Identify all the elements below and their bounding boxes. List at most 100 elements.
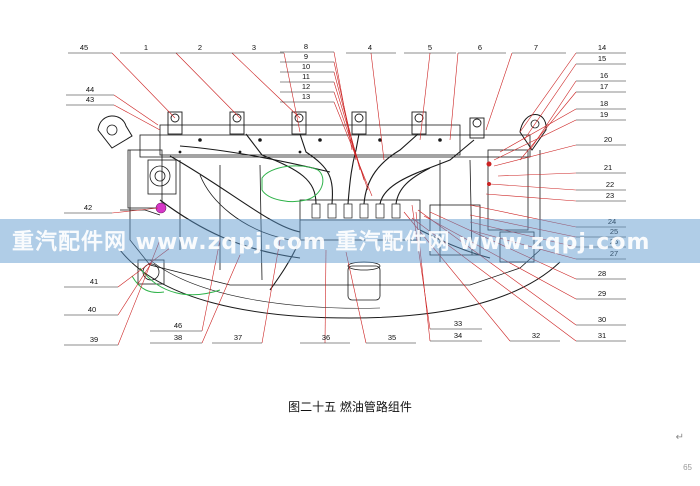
callout-leader-6	[449, 52, 459, 141]
callout-leader-39	[117, 239, 161, 346]
callout-label-9: 9	[304, 52, 308, 61]
callout-leader-36	[324, 249, 327, 344]
callout-label-20: 20	[604, 135, 612, 144]
callout-leader-9	[333, 61, 357, 161]
callout-label-33: 33	[454, 319, 462, 328]
callout-leader-40	[117, 261, 153, 316]
callout-label-27: 27	[610, 249, 618, 258]
figure-caption: 图二十五 燃油管路组件	[288, 400, 412, 414]
callout-leader-41	[117, 247, 171, 288]
callout-label-41: 41	[90, 277, 98, 286]
callout-label-28: 28	[598, 269, 606, 278]
callout-label-44: 44	[86, 85, 94, 94]
callout-leader-30	[417, 209, 577, 326]
callout-leader-13	[333, 101, 373, 197]
callout-leader-34	[415, 211, 431, 342]
callout-label-26: 26	[610, 237, 618, 246]
callout-leader-21	[497, 172, 577, 177]
callout-leader-22	[489, 183, 577, 191]
callout-label-5: 5	[428, 43, 432, 52]
callout-label-32: 32	[532, 331, 540, 340]
callout-label-12: 12	[302, 82, 310, 91]
callout-label-43: 43	[86, 95, 94, 104]
callout-leader-3	[283, 52, 301, 133]
return-mark: ↵	[675, 432, 684, 443]
callout-leader-5	[419, 52, 431, 141]
callout-label-24: 24	[608, 217, 616, 226]
callout-label-3: 3	[252, 43, 256, 52]
callout-label-6: 6	[478, 43, 482, 52]
callout-leader-28	[429, 211, 577, 280]
callout-label-45: 45	[80, 43, 88, 52]
callout-label-42: 42	[84, 203, 92, 212]
callout-leader-2	[231, 52, 301, 119]
callout-leader-23	[485, 193, 577, 202]
callout-leader-31	[411, 217, 577, 342]
callout-leader-17	[519, 91, 577, 161]
callout-label-30: 30	[598, 315, 606, 324]
callout-label-23: 23	[606, 191, 614, 200]
callout-leader-33	[411, 204, 431, 330]
callout-leader-20	[493, 144, 577, 167]
callout-leader-29	[423, 215, 577, 300]
callout-label-35: 35	[388, 333, 396, 342]
callout-label-1: 1	[144, 43, 148, 52]
callout-label-2: 2	[198, 43, 202, 52]
callout-label-37: 37	[234, 333, 242, 342]
callout-label-17: 17	[600, 82, 608, 91]
callout-leader-32	[403, 211, 511, 342]
fuel-pipes	[159, 133, 491, 291]
label-underlines	[64, 51, 626, 346]
callout-label-39: 39	[90, 335, 98, 344]
callout-leader-4	[370, 52, 385, 161]
callout-leader-45	[111, 52, 176, 119]
page-number: 65	[683, 463, 692, 472]
watermark-text: 重汽配件网 www.zqpj.com 重汽配件网 www.zqpj.com	[12, 230, 651, 255]
callout-leader-24	[469, 204, 577, 228]
callout-label-16: 16	[600, 71, 608, 80]
callout-leader-44	[113, 94, 159, 126]
engine-drawing	[97, 111, 561, 319]
callout-label-36: 36	[322, 333, 330, 342]
callout-label-29: 29	[598, 289, 606, 298]
callout-leader-38	[201, 254, 241, 344]
callout-label-46: 46	[174, 321, 182, 330]
callout-leader-43	[113, 104, 161, 131]
callout-leader-42	[111, 207, 159, 214]
callout-leader-14	[519, 52, 577, 133]
callout-leader-46	[201, 239, 221, 332]
callout-label-19: 19	[600, 110, 608, 119]
callout-leader-7	[485, 52, 513, 131]
callout-label-11: 11	[302, 72, 310, 81]
callout-leader-26	[469, 221, 577, 248]
callout-leader-18	[499, 108, 577, 153]
callout-label-21: 21	[604, 163, 612, 172]
highlighted-components	[131, 165, 324, 296]
callout-leader-15	[523, 63, 577, 141]
callout-label-40: 40	[88, 305, 96, 314]
callout-leader-25	[469, 214, 577, 238]
callout-leader-19	[493, 119, 577, 161]
callout-label-22: 22	[606, 180, 614, 189]
callout-label-25: 25	[610, 227, 618, 236]
callout-label-7: 7	[534, 43, 538, 52]
leader-lines	[111, 51, 577, 346]
callout-leader-1	[175, 52, 241, 119]
callout-leader-12	[333, 91, 369, 191]
callout-label-14: 14	[598, 43, 606, 52]
watermark-band: 重汽配件网 www.zqpj.com 重汽配件网 www.zqpj.com	[0, 219, 700, 263]
red-marks	[486, 161, 492, 186]
callout-leader-37	[261, 239, 281, 344]
callout-label-13: 13	[302, 92, 310, 101]
callout-label-15: 15	[598, 54, 606, 63]
callout-label-31: 31	[598, 331, 606, 340]
callout-leader-35	[345, 251, 367, 344]
callout-label-10: 10	[302, 62, 310, 71]
callout-label-18: 18	[600, 99, 608, 108]
callout-label-8: 8	[304, 42, 308, 51]
callout-leader-27	[469, 229, 577, 260]
callout-label-34: 34	[454, 331, 462, 340]
callout-label-4: 4	[368, 43, 372, 52]
